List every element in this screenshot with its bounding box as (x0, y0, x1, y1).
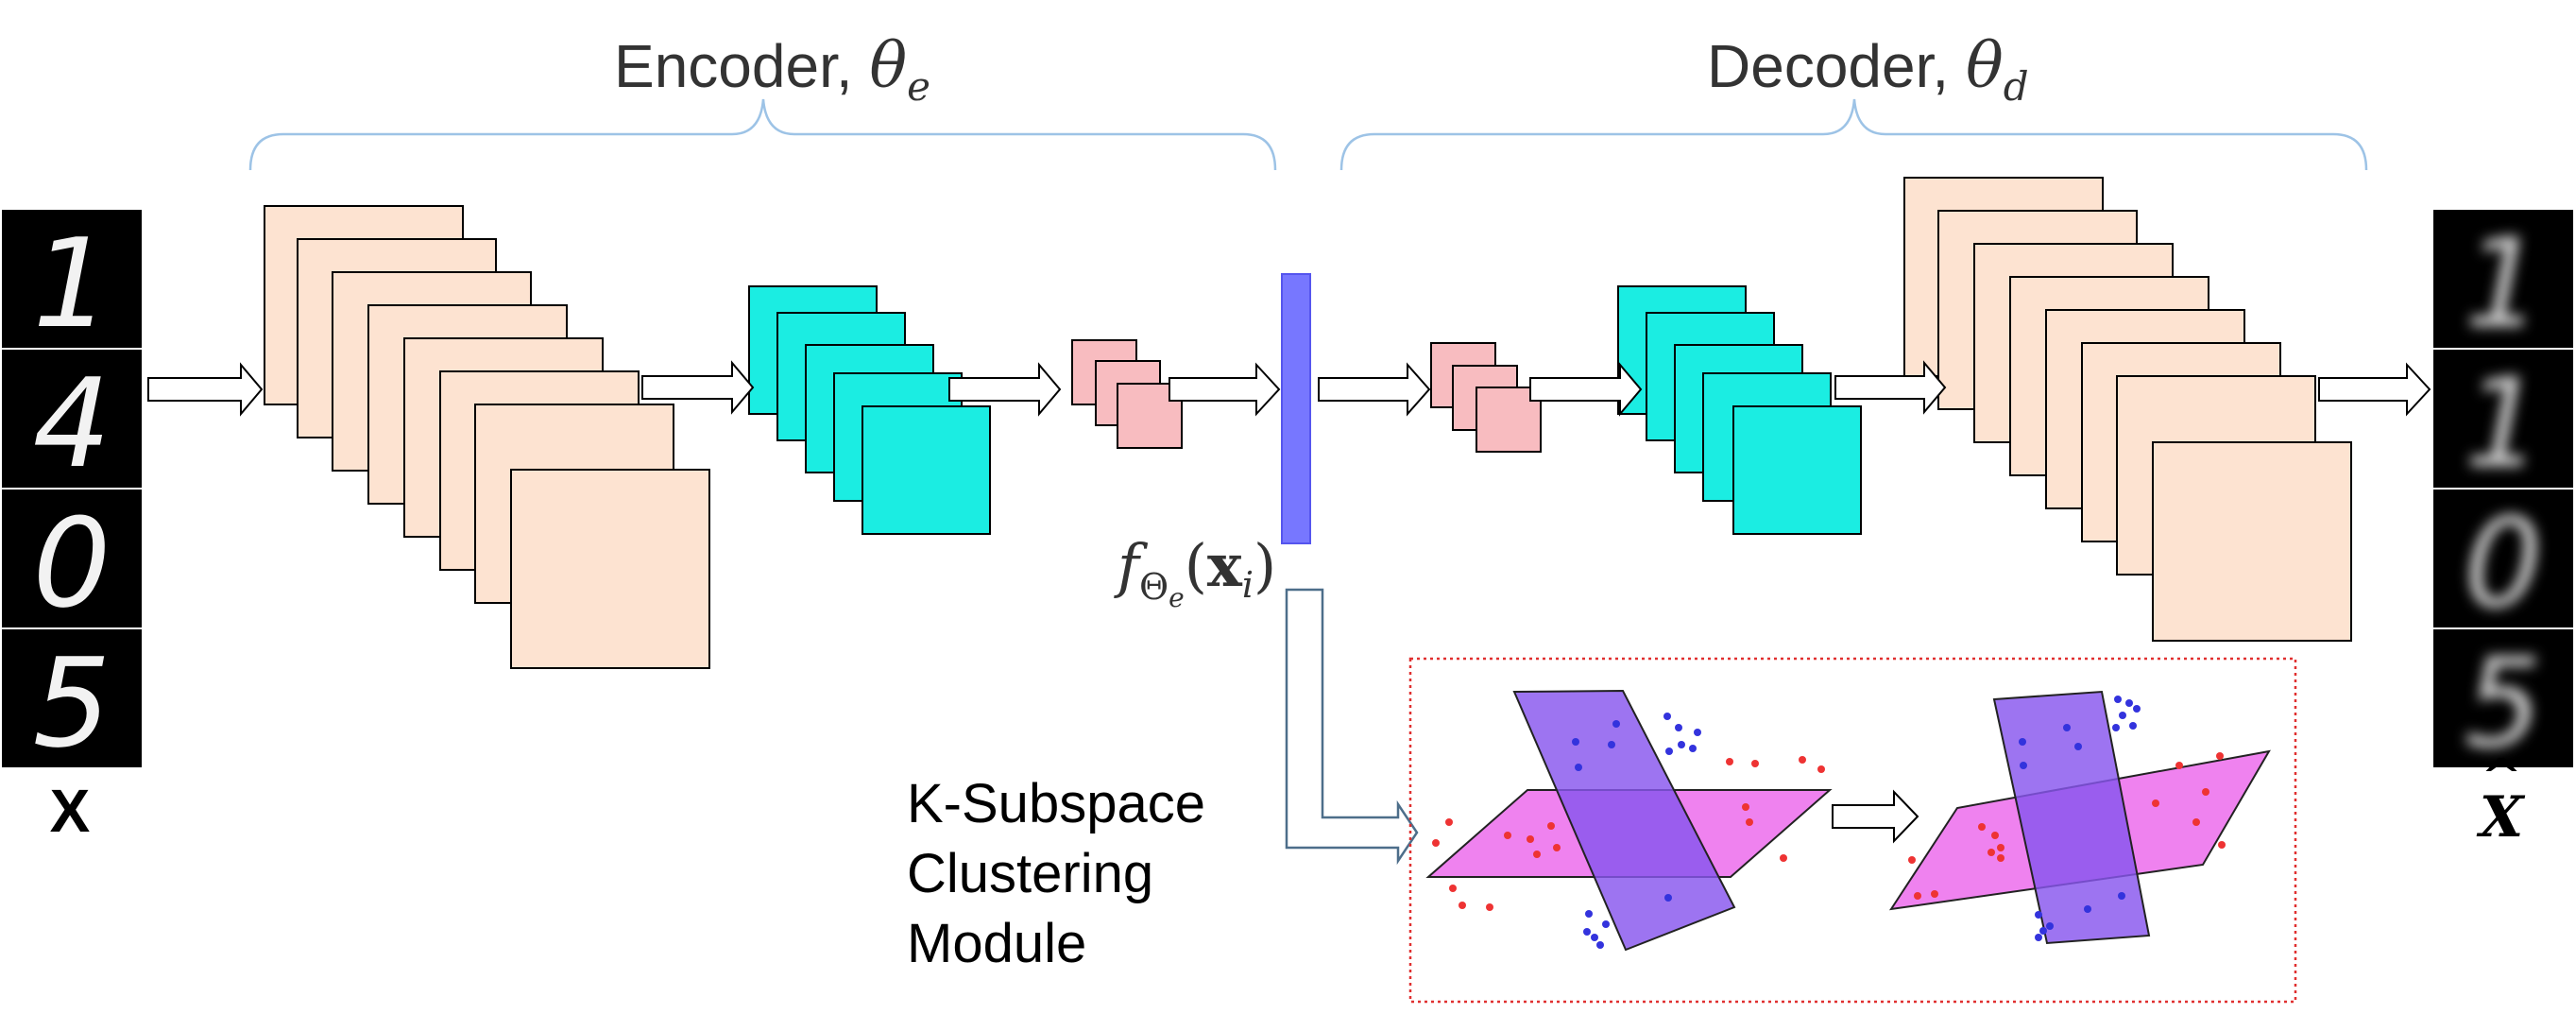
latent-to-module-arrow (1285, 588, 1419, 866)
decoder-layer-3 (1903, 177, 2352, 642)
encoder-layer-1 (264, 205, 710, 669)
input-image (2, 210, 142, 348)
flow-arrow (1529, 362, 1643, 417)
input-label: X (50, 777, 91, 845)
flow-arrow (1318, 362, 1431, 417)
blue-points-before (1572, 713, 1701, 949)
input-image (2, 629, 142, 767)
latent-label: fΘe(xi) (1114, 531, 1276, 613)
encoder-title: Encoder, θe (614, 29, 930, 110)
input-digit: 0 (33, 491, 111, 635)
flow-arrow (1834, 360, 1947, 415)
red-points-after (1908, 752, 2226, 900)
output-digit: 0 (2465, 491, 2543, 635)
flow-arrow (2318, 362, 2431, 417)
output-digit: 1 (2465, 212, 2543, 355)
decoder-title: Decoder, θd (1707, 29, 2029, 110)
input-digit: 4 (33, 352, 111, 495)
module-label: K-Subspace Clustering Module (907, 773, 1220, 974)
flow-arrows (147, 360, 2431, 417)
output-digit: 5 (2465, 631, 2543, 775)
input-image (2, 350, 142, 488)
red-points-before (1432, 756, 1825, 911)
latent-code-bar (1281, 273, 1311, 544)
clustering-module (1408, 657, 2297, 1004)
module-transition-arrow (1832, 789, 1919, 844)
decoder-layer-2 (1617, 285, 1862, 535)
input-images: 1 4 0 5 (2, 210, 142, 775)
output-label-hat: ^ (2481, 748, 2522, 806)
output-image (2433, 210, 2573, 348)
encoder-brace (248, 98, 1277, 171)
flow-arrow (147, 362, 264, 417)
output-image (2433, 629, 2573, 767)
input-digit: 5 (33, 631, 111, 775)
decoder-layer-1 (1430, 342, 1542, 453)
encoder-layer-3 (1071, 339, 1183, 449)
flow-arrow (641, 360, 755, 415)
output-images: 1 1 0 5 (2433, 210, 2573, 775)
flow-arrow (1169, 362, 1281, 417)
output-label: X (2476, 784, 2526, 851)
output-image (2433, 490, 2573, 627)
output-digit: 1 (2465, 352, 2543, 495)
input-image (2, 490, 142, 627)
blue-points-after (2019, 696, 2141, 941)
subspace-plane-purple-after (1992, 690, 2151, 945)
encoder-layer-2 (748, 285, 991, 535)
output-image (2433, 350, 2573, 488)
decoder-brace (1339, 98, 2368, 171)
subspace-plane-purple-before (1512, 689, 1736, 952)
input-digit: 1 (33, 212, 111, 355)
flow-arrow (948, 362, 1062, 417)
